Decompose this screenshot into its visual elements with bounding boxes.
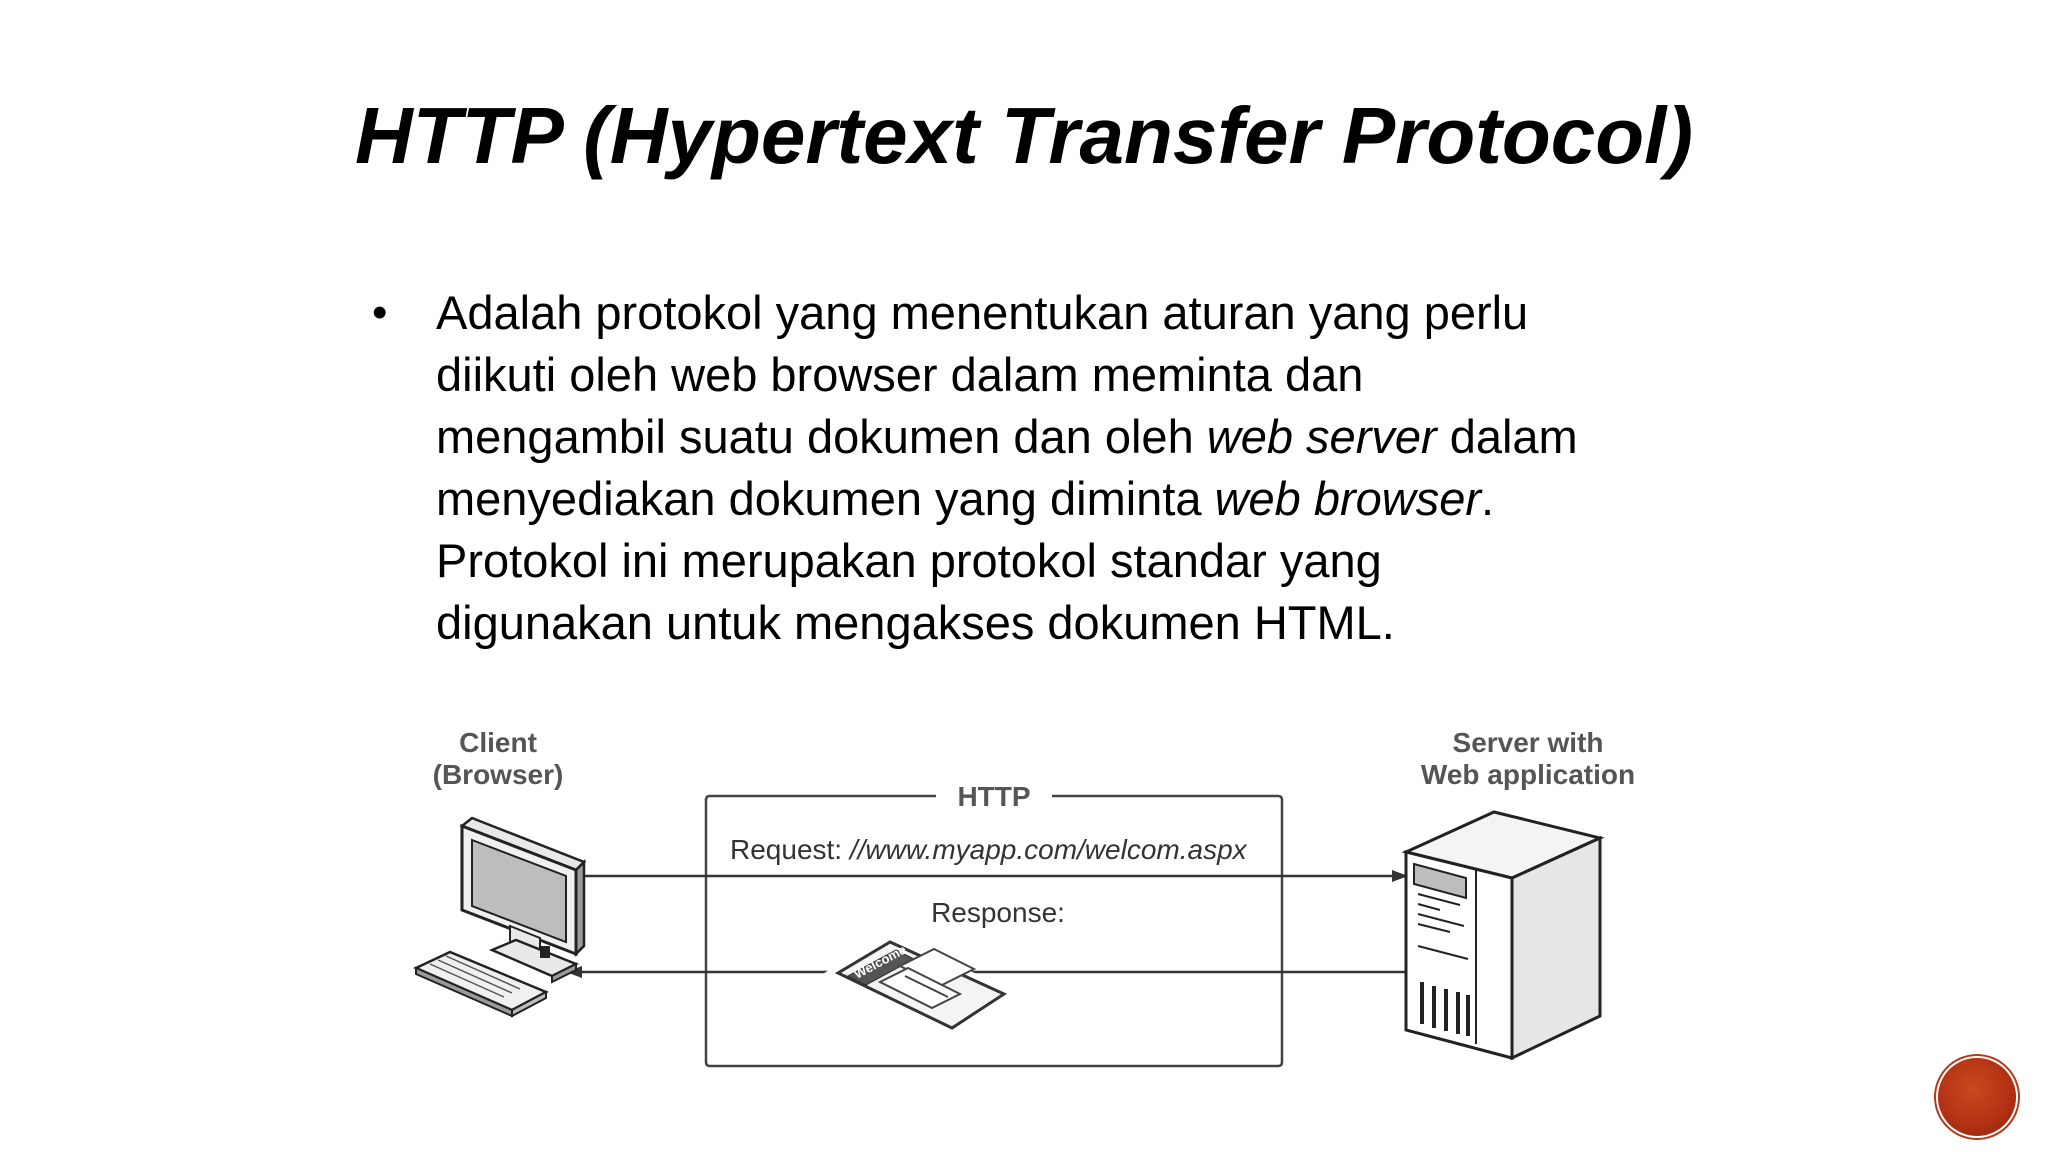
http-frame-label: HTTP <box>957 781 1030 812</box>
request-text: Request: //www.myapp.com/welcom.aspx <box>730 834 1248 865</box>
bullet-run: Protokol ini merupakan protokol standar … <box>436 534 1382 587</box>
bullet-run: diikuti oleh web browser dalam meminta d… <box>436 348 1364 401</box>
bullet-run: Adalah protokol yang menentukan aturan y… <box>436 286 1529 339</box>
server-label-line1: Server with <box>1453 727 1604 758</box>
bullet-line: mengambil suatu dokumen dan oleh web ser… <box>436 406 1736 468</box>
bullet-run: dalam <box>1436 410 1578 463</box>
bullet-dot: • <box>372 288 388 337</box>
next-slide-button[interactable] <box>1938 1058 2016 1136</box>
request-label: Request: <box>730 834 850 865</box>
response-label: Response: <box>931 897 1065 928</box>
bullet-line: diikuti oleh web browser dalam meminta d… <box>436 344 1736 406</box>
bullet-emphasis: web server <box>1206 410 1437 463</box>
bullet-run: menyediakan dokumen yang diminta <box>436 472 1215 525</box>
bullet-text: Adalah protokol yang menentukan aturan y… <box>436 282 1736 654</box>
bullet-line: menyediakan dokumen yang diminta web bro… <box>436 468 1736 530</box>
http-diagram-svg: Client (Browser) Server with Web applica… <box>412 727 1635 1068</box>
document-icon: Welcome <box>823 934 1019 1037</box>
computer-icon <box>459 816 587 984</box>
bullet-line: Adalah protokol yang menentukan aturan y… <box>436 282 1736 344</box>
bullet-emphasis: web browser <box>1214 472 1482 525</box>
bullet-line: digunakan untuk mengakses dokumen HTML. <box>436 592 1736 654</box>
server-label-line2: Web application <box>1421 759 1635 790</box>
http-frame: HTTP <box>704 781 1284 1068</box>
keyboard-icon <box>412 950 549 1018</box>
bullet-run: mengambil suatu dokumen dan oleh <box>436 410 1207 463</box>
bullet-line: Protokol ini merupakan protokol standar … <box>436 530 1736 592</box>
client-label-line1: Client <box>459 727 537 758</box>
http-diagram: Client (Browser) Server with Web applica… <box>400 714 1660 1074</box>
request-url: //www.myapp.com/welcom.aspx <box>848 834 1248 865</box>
slide-title: HTTP (Hypertext Transfer Protocol) <box>354 91 1693 180</box>
server-icon <box>1401 810 1605 1061</box>
client-label-line2: (Browser) <box>433 759 564 790</box>
bullet-run: . <box>1481 472 1495 525</box>
bullet-run: digunakan untuk mengakses dokumen HTML. <box>436 596 1395 649</box>
